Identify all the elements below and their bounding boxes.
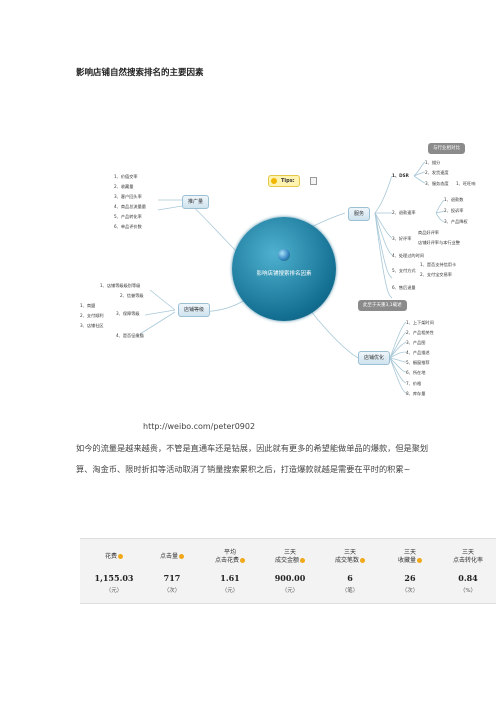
promotion-item: 5、产品转化率 (114, 214, 142, 219)
product-opt-item: 5、橱窗推荐 (406, 360, 430, 365)
promotion-item: 1、价值交率 (114, 174, 138, 179)
service-after-sale: 4、处理过的时间 (392, 253, 424, 258)
help-icon[interactable] (118, 554, 123, 559)
product-opt-item: 4、产品描述 (406, 350, 430, 355)
stat-3day-favorites: 三天 收藏量 26 （次） (380, 539, 440, 603)
store-level-item: 2、信誉等级 (120, 293, 144, 298)
help-icon[interactable] (179, 554, 184, 559)
service-refund: 2、退款速率 (392, 210, 416, 215)
store-level-sub: 3、店铺社区 (80, 323, 104, 328)
refund-sub: 2、投诉率 (444, 208, 464, 213)
dsr-sub: 2、发货速度 (425, 170, 449, 175)
product-opt-item: 3、产品图 (406, 340, 426, 345)
stat-3day-conversion: 三天 点击转化率 0.84 （%） (452, 549, 483, 594)
mind-map: Tips: 影响店铺搜索排名因素 服务 推广量 店铺等级 店铺优化 与行业相对比… (80, 140, 490, 440)
mind-map-connectors (139, 161, 445, 394)
help-icon[interactable] (360, 558, 365, 563)
good-review-sub: 商品好评率 (418, 230, 439, 235)
node-product-optimization: 店铺优化 (358, 351, 391, 365)
tips-badge: Tips: (268, 175, 300, 187)
stat-3day-orders: 三天 成交笔数 6 （笔） (320, 539, 380, 603)
dsr-sub: 3、服务态度 (425, 181, 449, 186)
article-title: 影响店铺自然搜索排名的主要因素 (76, 68, 204, 78)
node-store-level: 店铺等级 (178, 303, 211, 317)
store-level-sub: 2、支付顺利 (80, 313, 104, 318)
dsr-extra: 1、旺旺响 (456, 181, 476, 186)
product-opt-item: 6、所在地 (406, 370, 426, 375)
payment-sub: 1、是否支持信用卡 (420, 262, 457, 267)
stat-avg-click-cost: 平均 点击花费 1.61 （元） (200, 539, 260, 603)
callout-dsr: 与行业相对比 (428, 143, 465, 154)
node-service: 服务 (348, 207, 371, 221)
store-level-sub: 1、商盟 (80, 303, 96, 308)
callout-seven-days: 此至于天重3,1载述 (358, 300, 407, 311)
store-level-item: 1、店铺等级级别等级 (100, 283, 141, 288)
service-good-review: 3、好评率 (392, 236, 412, 241)
good-review-sub: 店铺好评率与本行业整 (418, 240, 460, 245)
product-opt-item: 1、上下架时间 (406, 320, 434, 325)
refund-sub: 3、产品降权 (444, 219, 468, 224)
note-icon (310, 177, 317, 185)
globe-icon (278, 249, 290, 261)
stat-cost: 花费 1,155.03 （元） (94, 553, 134, 594)
stat-3day-amount: 三天 成交金额 900.00 （元） (274, 549, 306, 594)
service-complaint: 6、售后退量 (392, 285, 416, 290)
promotion-item: 3、客户回头率 (114, 194, 142, 199)
dsr-sub: 1、描分 (425, 160, 441, 165)
central-topic: 影响店铺搜索排名因素 (232, 217, 336, 321)
store-level-item: 3、保障等级 (116, 311, 140, 316)
service-dsr: 1、DSR (392, 173, 409, 178)
node-promotion: 推广量 (182, 195, 210, 209)
refund-sub: 1、退款数 (444, 197, 464, 202)
payment-sub: 2、支付宝交易率 (420, 272, 452, 277)
promotion-item: 4、商品总流量量 (114, 204, 146, 209)
stats-bar: 花费 1,155.03 （元） 点击量 717 （次） 平均 点击花费 1.61… (80, 538, 496, 604)
store-level-item: 4、是否征缴猫 (116, 333, 144, 338)
service-payment: 5、支付方式 (392, 268, 416, 273)
promotion-item: 6、单品评价数 (114, 224, 142, 229)
help-icon[interactable] (240, 558, 245, 563)
stat-clicks: 点击量 717 （次） (142, 539, 202, 603)
body-paragraph: 如今的流量是越来越贵，不管是直通车还是钻展，因此就有更多的希望能做单品的爆款，但… (76, 443, 429, 474)
promotion-item: 2、收藏量 (114, 184, 134, 189)
weibo-url[interactable]: http://weibo.com/peter0902 (143, 422, 256, 431)
product-opt-item: 2、产品相关性 (406, 330, 434, 335)
help-icon[interactable] (300, 558, 305, 563)
lightbulb-icon (271, 178, 277, 184)
product-opt-item: 8、库存量 (406, 391, 426, 396)
help-icon[interactable] (417, 558, 422, 563)
product-opt-item: 7、价格 (406, 381, 422, 386)
